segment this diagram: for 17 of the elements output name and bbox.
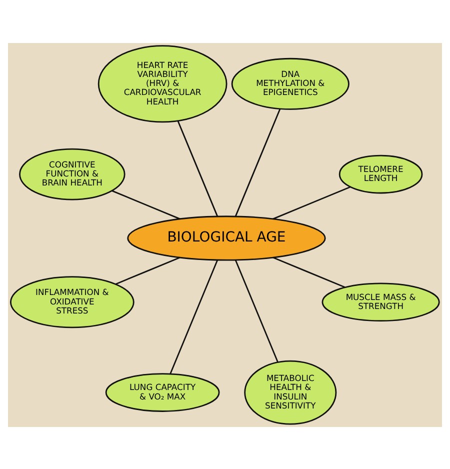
node-ellipse: DNA METHYLATION & EPIGENETICS [231, 57, 350, 110]
node-ellipse: HEART RATE VARIABILITY (HRV) & CARDIOVASCULAR HEALTH [98, 44, 228, 122]
connector [115, 256, 180, 284]
connector [170, 259, 218, 374]
node-ellipse: METABOLIC HEALTH & INSULIN SENSITIVITY [244, 360, 337, 424]
connector [234, 108, 281, 216]
connector [112, 190, 180, 220]
connector [177, 120, 218, 216]
node-ellipse: MUSCLE MASS & STRENGTH [322, 282, 440, 322]
node-ellipse: COGNITIVE FUNCTION & BRAIN HEALTH [19, 148, 126, 200]
node-ellipse: LUNG CAPACITY & VO₂ MAX [105, 372, 220, 412]
connector [272, 186, 350, 220]
node-ellipse: BIOLOGICAL AGE [127, 215, 326, 260]
connector [234, 259, 278, 362]
connector [272, 256, 346, 288]
node-ellipse: INFLAMMATION & OXIDATIVE STRESS [10, 276, 134, 328]
node-ellipse: TELOMERE LENGTH [338, 154, 423, 194]
